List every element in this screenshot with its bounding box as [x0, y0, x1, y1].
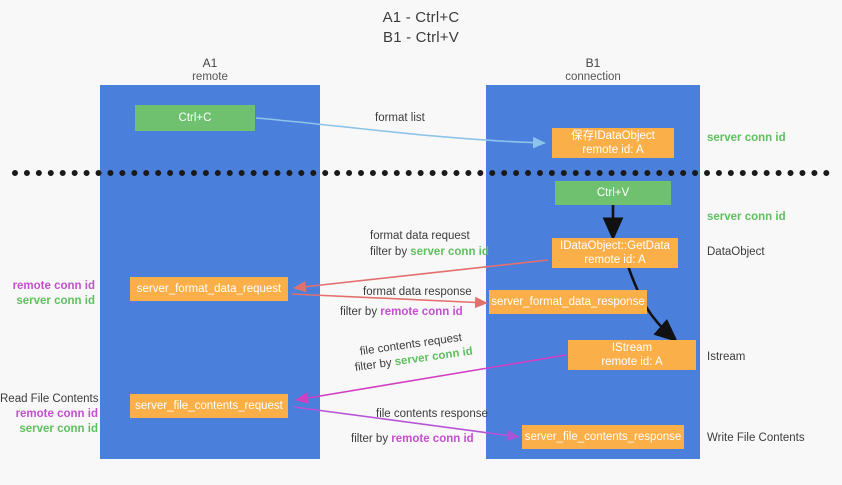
page-title: A1 - Ctrl+C B1 - Ctrl+V — [0, 8, 842, 48]
box-getdata[interactable]: IDataObject::GetData remote id: A — [552, 238, 678, 268]
box-ctrl-c[interactable]: Ctrl+C — [135, 105, 255, 131]
label-format-data-request-filter: filter by server conn id — [370, 246, 489, 258]
box-server-file-contents-response[interactable]: server_file_contents_response — [522, 425, 684, 449]
label-istream: Istream — [707, 351, 746, 363]
label-dataobject: DataObject — [707, 246, 765, 258]
label-write-file-contents: Write File Contents — [707, 432, 805, 444]
label-read-file-contents-group: Read File Contents remote conn id server… — [0, 393, 99, 435]
label-format-conn-ids: remote conn id server conn id — [12, 280, 95, 307]
title-line-2: B1 - Ctrl+V — [383, 29, 459, 46]
box-getdata-line2: remote id: A — [584, 254, 646, 266]
lane-title-b1: B1 — [585, 56, 601, 70]
lane-header-b1: B1 connection — [486, 56, 700, 84]
label-format-list: format list — [375, 112, 425, 124]
box-getdata-line1: IDataObject::GetData — [560, 240, 670, 252]
label-server-conn-id-mid: server conn id — [707, 211, 786, 223]
box-server-format-data-request[interactable]: server_format_data_request — [130, 277, 288, 301]
lane-header-a1: A1 remote — [100, 56, 320, 84]
box-server-format-data-response[interactable]: server_format_data_response — [489, 290, 647, 314]
label-format-data-response: format data response — [363, 286, 472, 298]
box-server-file-contents-request[interactable]: server_file_contents_request — [130, 394, 288, 418]
horizontal-divider — [12, 170, 830, 176]
title-line-1: A1 - Ctrl+C — [382, 9, 460, 26]
box-save-idataobject-line2: remote id: A — [582, 144, 644, 156]
box-istream[interactable]: IStream remote id: A — [568, 340, 696, 370]
lane-title-a1: A1 — [202, 56, 218, 70]
label-format-data-response-filter: filter by remote conn id — [340, 306, 463, 318]
label-file-contents-response: file contents response — [376, 408, 488, 420]
label-server-conn-id-top: server conn id — [707, 132, 786, 144]
box-istream-line2: remote id: A — [601, 356, 663, 368]
box-ctrl-v[interactable]: Ctrl+V — [555, 181, 671, 205]
lane-subtitle-b1: connection — [565, 71, 621, 83]
box-save-idataobject[interactable]: 保存IDataObject remote id: A — [552, 128, 674, 158]
label-format-data-request: format data request — [370, 230, 470, 242]
box-save-idataobject-line1: 保存IDataObject — [571, 130, 655, 142]
label-file-contents-response-filter: filter by remote conn id — [351, 433, 474, 445]
lane-subtitle-a1: remote — [192, 71, 228, 83]
label-read-file-contents: Read File Contents — [0, 393, 99, 405]
box-istream-line1: IStream — [611, 342, 653, 354]
